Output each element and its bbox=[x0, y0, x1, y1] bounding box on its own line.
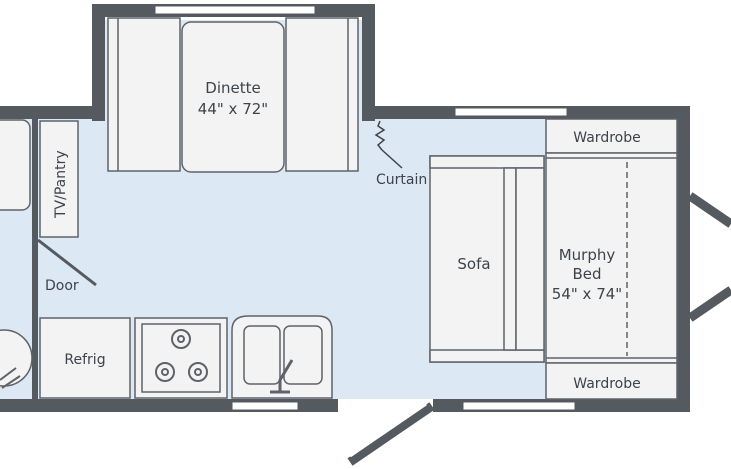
burner-icon bbox=[155, 329, 208, 382]
wardrobe-bottom bbox=[545, 362, 678, 400]
dinette bbox=[107, 17, 359, 173]
bath-sink bbox=[0, 119, 31, 211]
dinette-table bbox=[181, 21, 285, 173]
murphy-bed-size: 54" x 74" bbox=[552, 285, 622, 303]
faucet-icon bbox=[270, 359, 294, 394]
dinette-label: Dinette bbox=[205, 79, 260, 97]
dinette-bench-right bbox=[285, 17, 359, 172]
bath-door bbox=[37, 238, 97, 287]
tv-pantry-label: TV/Pantry bbox=[53, 150, 69, 219]
wardrobe-top-label: Wardrobe bbox=[573, 130, 640, 146]
sofa bbox=[429, 155, 545, 363]
murphy-bed-label: Murphy bbox=[559, 246, 616, 264]
sofa-label: Sofa bbox=[457, 255, 490, 273]
door-label: Door bbox=[45, 278, 79, 294]
refrigerator: Refrig bbox=[39, 317, 131, 399]
refrig-label: Refrig bbox=[64, 352, 105, 368]
entry-door bbox=[338, 399, 435, 466]
hitch bbox=[687, 192, 731, 322]
murphy-bed-label-2: Bed bbox=[572, 265, 601, 283]
curtain-label: Curtain bbox=[376, 172, 427, 188]
bedroom-furniture bbox=[545, 118, 678, 400]
stove bbox=[134, 317, 228, 399]
bath-fixtures bbox=[0, 119, 33, 389]
curtain bbox=[374, 120, 403, 169]
dinette-bench-left bbox=[107, 17, 181, 172]
dinette-size: 44" x 72" bbox=[198, 100, 268, 118]
kitchen-sink bbox=[231, 315, 333, 399]
wardrobe-bottom-label: Wardrobe bbox=[573, 376, 640, 392]
tv-pantry: TV/Pantry bbox=[39, 120, 79, 238]
